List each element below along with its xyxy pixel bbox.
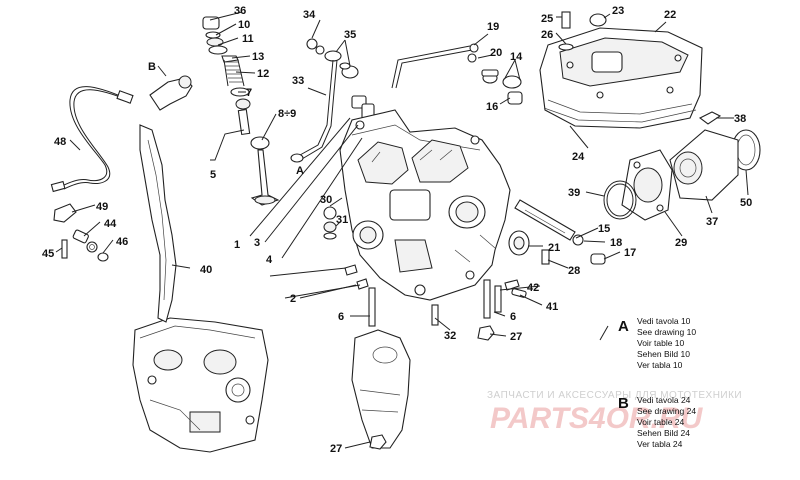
hose-fittings — [467, 53, 523, 105]
callout-38: 38 — [734, 113, 746, 125]
callout-44: 44 — [104, 218, 117, 230]
callout-20: 20 — [490, 47, 502, 59]
callout-30: 30 — [320, 194, 332, 206]
reference-b-line-4: Sehen Bild 24 — [637, 428, 690, 438]
studs-and-bolts — [344, 249, 550, 450]
reference-a-line-1: Vedi tavola 10 — [637, 316, 691, 326]
breather-pipe — [391, 43, 479, 89]
watermark-tagline: ЗАПЧАСТИ И АКСЕССУАРЫ ДЛЯ МОТОТЕХНИКИ — [487, 390, 742, 401]
reference-a-line-2: See drawing 10 — [637, 327, 696, 337]
callout-42: 42 — [527, 282, 539, 294]
callout-48: 48 — [54, 136, 66, 148]
watermark: ЗАПЧАСТИ И АКСЕССУАРЫ ДЛЯ МОТОТЕХНИКИ PA… — [487, 390, 742, 435]
reference-b-letter: B — [618, 395, 629, 412]
callout-13: 13 — [252, 51, 264, 63]
callout-26: 26 — [541, 29, 553, 41]
callout-7: 7 — [246, 87, 252, 99]
cylinder-head — [339, 109, 511, 301]
callout-35: 35 — [344, 29, 356, 41]
reference-a-line-4: Sehen Bild 10 — [637, 349, 690, 359]
callout-b-left: B — [148, 61, 156, 73]
callout-8-9: 8÷9 — [278, 108, 296, 120]
chain-tensioner — [53, 203, 109, 262]
watermark-brand: PARTS4OR.RU — [490, 402, 704, 435]
reference-a: A Vedi tavola 10 See drawing 10 Voir tab… — [618, 316, 696, 370]
callout-31: 31 — [336, 214, 348, 226]
chain-guide — [139, 124, 177, 323]
callout-40: 40 — [200, 264, 212, 276]
callout-3: 3 — [254, 237, 260, 249]
callout-27-bottom: 27 — [330, 443, 342, 455]
intake-manifold-assembly — [603, 111, 761, 221]
reference-b-line-3: Voir table 24 — [637, 417, 685, 427]
callout-5: 5 — [210, 169, 216, 181]
reference-a-letter: A — [618, 318, 629, 335]
callout-50: 50 — [740, 197, 752, 209]
callout-18: 18 — [610, 237, 622, 249]
callout-1: 1 — [234, 239, 240, 251]
callout-33: 33 — [292, 75, 304, 87]
reference-a-line-5: Ver tabla 10 — [637, 360, 683, 370]
valve-cover — [539, 27, 703, 129]
callout-22: 22 — [664, 9, 676, 21]
callout-28: 28 — [568, 265, 580, 277]
callout-21: 21 — [548, 242, 560, 254]
callout-45: 45 — [42, 248, 54, 260]
callout-46: 46 — [116, 236, 128, 248]
callout-41: 41 — [546, 301, 558, 313]
callout-10: 10 — [238, 19, 250, 31]
lower-cylinder-block — [132, 317, 269, 453]
callout-a-left: A — [296, 165, 304, 177]
callout-49: 49 — [96, 201, 108, 213]
throttle-cable — [50, 86, 134, 193]
callout-34: 34 — [303, 9, 316, 21]
callout-6-left: 6 — [338, 311, 344, 323]
callout-11: 11 — [242, 33, 254, 45]
leader-lines — [55, 11, 749, 449]
callout-6-right: 6 — [510, 311, 516, 323]
callout-12: 12 — [257, 68, 269, 80]
reference-b-line-5: Ver tabla 24 — [637, 439, 683, 449]
callout-23: 23 — [612, 5, 624, 17]
callout-32: 32 — [444, 330, 456, 342]
callout-25: 25 — [541, 13, 553, 25]
callout-19: 19 — [487, 21, 499, 33]
callout-4: 4 — [266, 254, 273, 266]
callout-labels: 36 10 11 13 12 7 8÷9 5 1 3 4 2 6 34 35 3… — [42, 5, 752, 455]
callout-14: 14 — [510, 51, 523, 63]
callout-27-right: 27 — [510, 331, 522, 343]
reference-b-line-1: Vedi tavola 24 — [637, 395, 691, 405]
camshaft-assembly — [508, 199, 606, 265]
callout-15: 15 — [598, 223, 610, 235]
cover-fasteners — [558, 11, 607, 51]
reference-b-line-2: See drawing 24 — [637, 406, 696, 416]
callout-29: 29 — [675, 237, 687, 249]
rocker-arm-part — [149, 75, 193, 111]
callout-16: 16 — [486, 101, 498, 113]
oil-pipe-assembly — [290, 38, 375, 163]
reference-a-line-3: Voir table 10 — [637, 338, 685, 348]
callout-37: 37 — [706, 216, 718, 228]
callout-24: 24 — [572, 151, 585, 163]
callout-39: 39 — [568, 187, 580, 199]
callout-2: 2 — [290, 293, 296, 305]
callout-36: 36 — [234, 5, 246, 17]
plug-and-washer — [323, 206, 337, 240]
reference-b: B Vedi tavola 24 See drawing 24 Voir tab… — [618, 395, 696, 449]
lower-block-right — [351, 329, 411, 449]
callout-17: 17 — [624, 247, 636, 259]
